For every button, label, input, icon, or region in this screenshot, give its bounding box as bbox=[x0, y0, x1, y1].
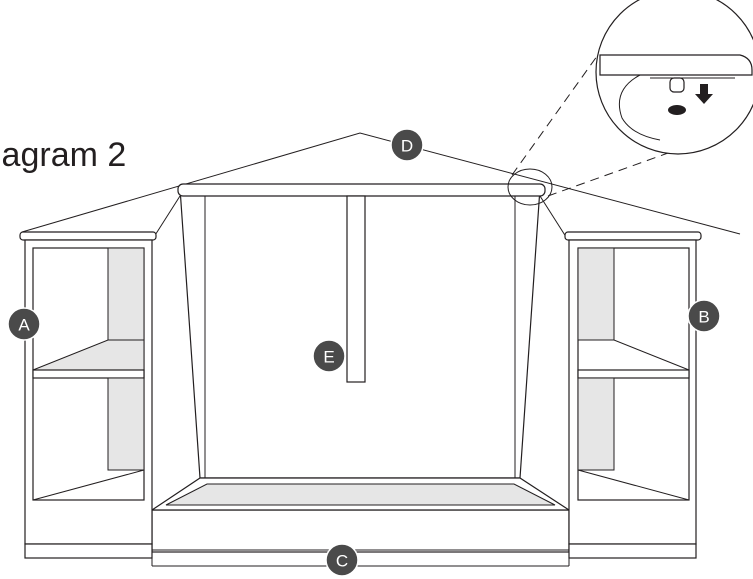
label-d: D bbox=[401, 137, 413, 156]
top-guide-lines bbox=[21, 132, 741, 235]
label-c: C bbox=[336, 552, 348, 571]
vertical-panel bbox=[346, 195, 366, 383]
label-c-badge: C bbox=[325, 543, 359, 577]
label-a: A bbox=[18, 316, 30, 335]
detail-callout bbox=[507, 0, 753, 206]
label-e: E bbox=[323, 348, 334, 367]
left-unit bbox=[19, 231, 157, 559]
label-d-badge: D bbox=[390, 128, 424, 162]
label-b-badge: B bbox=[687, 299, 721, 333]
top-shelf bbox=[177, 183, 546, 197]
label-a-badge: A bbox=[7, 307, 41, 341]
diagram-title: iagram 2 bbox=[0, 136, 127, 174]
right-unit bbox=[564, 231, 702, 559]
label-b: B bbox=[698, 308, 709, 327]
label-e-badge: E bbox=[312, 339, 346, 373]
